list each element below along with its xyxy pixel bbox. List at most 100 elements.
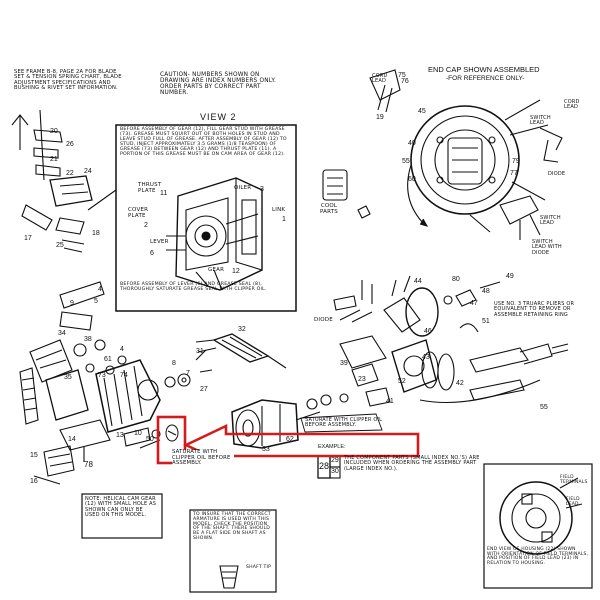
callout-43: 43 (422, 354, 430, 361)
callout-20: 20 (50, 128, 58, 135)
callout-15: 15 (30, 452, 38, 459)
view-2-note: BEFORE ASSEMBLY OF GEAR (12), FILL GEAR … (120, 127, 287, 157)
callout-49: 49 (506, 273, 514, 280)
callout-2: 2 (144, 222, 148, 229)
field-lead-label: FIELD LEAD (566, 497, 580, 507)
lever-label: LEVER (150, 239, 169, 245)
callout-62: 62 (286, 436, 294, 443)
cord-lead-label-2: CORD LEAD (564, 99, 580, 111)
callout-18: 18 (92, 230, 100, 237)
highlight-box (156, 415, 187, 465)
diode-label: DIODE (548, 171, 566, 177)
callout-31: 31 (196, 348, 204, 355)
callout-74: 74 (120, 372, 128, 379)
callout-33: 33 (262, 446, 270, 453)
callout-24: 24 (84, 168, 92, 175)
cover-plate-label: COVER PLATE (128, 207, 149, 219)
callout-5: 5 (94, 298, 98, 305)
end-cap-subtitle: -FOR REFERENCE ONLY- (446, 75, 525, 82)
callout-27: 27 (200, 386, 208, 393)
callout-19: 19 (376, 114, 384, 121)
callout-21: 21 (50, 156, 58, 163)
callout-8: 8 (172, 360, 176, 367)
callout-47: 47 (470, 300, 478, 307)
example-number-small-1: 29 (331, 457, 339, 464)
housing-end-view-note: END VIEW OF HOUSING (22) SHOWN WITH ORIE… (487, 547, 589, 567)
callout-42: 42 (456, 380, 464, 387)
callout-22: 22 (66, 170, 74, 177)
callout-4-lower: 4 (120, 346, 124, 353)
view-2-title: VIEW 2 (200, 112, 237, 122)
callout-13: 13 (116, 432, 124, 439)
component-parts-note: THE COMPONENT PARTS (SMALL INDEX NO.'S) … (344, 455, 480, 472)
callout-80: 80 (452, 276, 460, 283)
diode-left-label: DIODE (314, 317, 333, 323)
callout-17: 17 (24, 235, 32, 242)
callout-61: 61 (104, 356, 112, 363)
example-number-large: 28 (319, 461, 330, 471)
saturate-note-right: SATURATE WITH CLIPPER OIL BEFORE ASSEMBL… (305, 417, 383, 429)
callout-23: 23 (358, 376, 366, 383)
callout-41: 41 (386, 398, 394, 405)
callout-77: 77 (510, 170, 518, 177)
switch-lead-label: SWITCH LEAD (530, 115, 551, 127)
end-cap-title: END CAP SHOWN ASSEMBLED (428, 65, 540, 74)
example-label: EXAMPLE: (318, 444, 346, 450)
helical-gear-note: NOTE: HELICAL CAM GEAR (12) WITH SMALL H… (85, 496, 157, 518)
callout-3: 3 (260, 186, 264, 193)
callout-14: 14 (68, 436, 76, 443)
gear-label: GEAR (208, 267, 225, 273)
callout-11: 11 (160, 190, 168, 197)
view-2-box (115, 124, 297, 312)
callout-55: 55 (402, 158, 410, 165)
callout-40: 40 (408, 140, 416, 147)
callout-10: 10 (134, 430, 142, 437)
switch-lead-with-diode-label: SWITCH LEAD WITH DIODE (532, 239, 562, 256)
callout-55-cord: 55 (540, 404, 548, 411)
callout-76: 76 (401, 78, 409, 85)
callout-7: 7 (186, 370, 190, 377)
callout-50: 50 (146, 436, 154, 443)
callout-73: 73 (98, 372, 106, 379)
oiler-label: OILER (234, 185, 252, 191)
armature-note: TO INSURE THAT THE CORRECT ARMATURE IS U… (193, 512, 271, 542)
end-cap-outline (410, 105, 520, 215)
callout-45: 45 (418, 108, 426, 115)
view-2-bottom-note: BEFORE ASSEMBLY OF LEVER (6) AND GREASE … (120, 282, 267, 292)
callout-78: 78 (84, 460, 93, 469)
callout-44: 44 (414, 278, 422, 285)
callout-34: 34 (58, 330, 66, 337)
callout-39: 39 (340, 360, 348, 367)
callout-38: 38 (84, 336, 92, 343)
cool-parts-label: COOL PARTS (320, 203, 338, 215)
thrust-plate-label: THRUST PLATE (138, 182, 162, 194)
callout-51: 51 (482, 318, 490, 325)
callout-4: 4 (98, 286, 102, 293)
shaft-tip-label: SHAFT TIP (246, 565, 272, 570)
callout-25: 25 (56, 242, 64, 249)
example-number-small-2: 30 (331, 468, 339, 475)
note-frame-b8: SEE FRAME B-8, PAGE 2A FOR BLADE SET & T… (14, 69, 122, 92)
callout-32: 32 (238, 326, 246, 333)
callout-16: 16 (30, 478, 38, 485)
callout-79: 79 (512, 158, 520, 165)
callout-52: 52 (398, 378, 406, 385)
callout-12: 12 (232, 268, 240, 275)
callout-6: 6 (150, 250, 154, 257)
callout-26: 26 (66, 141, 74, 148)
callout-35: 35 (64, 374, 72, 381)
callout-48: 48 (482, 288, 490, 295)
callout-1: 1 (282, 216, 286, 223)
truarc-pliers-note: USE NO. 3 TRUARC PLIERS OR EQUIVALENT TO… (494, 301, 575, 318)
callout-60: 60 (408, 176, 416, 183)
field-terminals-label: FIELD TERMINALS (560, 475, 588, 485)
cord-lead-label: CORD LEAD (372, 73, 388, 85)
switch-lead-label-2: SWITCH LEAD (540, 215, 561, 227)
saturate-note-left: SATURATE WITH CLIPPER OIL BEFORE ASSEMBL… (172, 449, 234, 467)
callout-75: 75 (398, 72, 406, 79)
link-label: LINK (272, 207, 286, 213)
caution-note: CAUTION- NUMBERS SHOWN ON DRAWING ARE IN… (160, 72, 277, 97)
callout-9: 9 (70, 300, 74, 307)
